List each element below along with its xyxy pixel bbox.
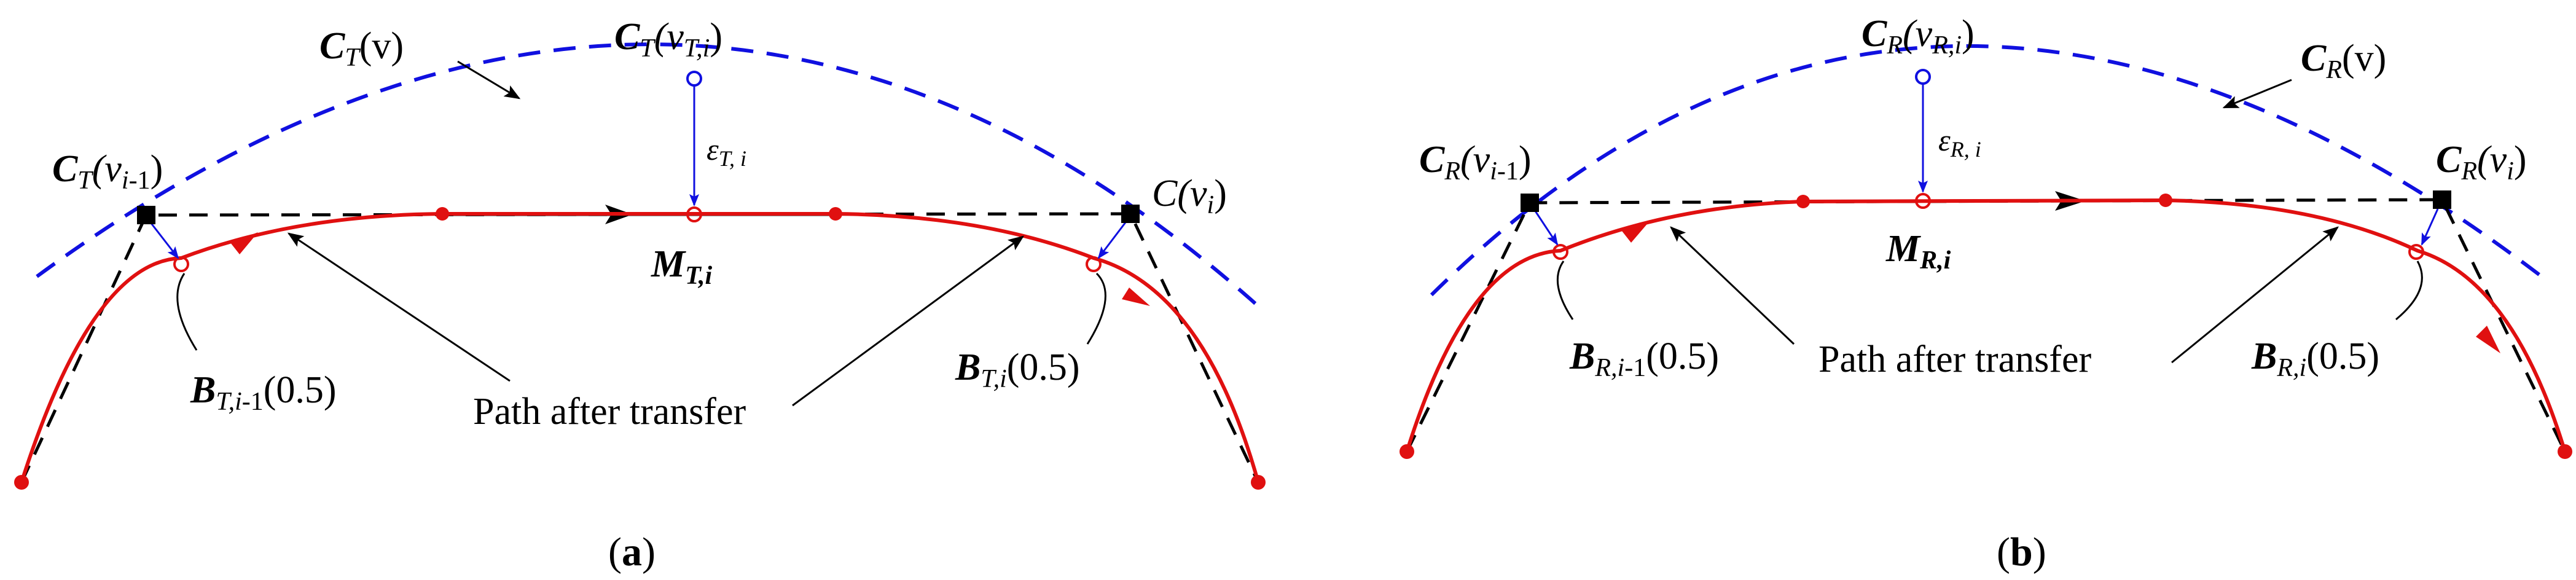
deviation-arrow-a-left bbox=[149, 222, 179, 259]
midpoint-marker-a bbox=[686, 206, 702, 222]
control-vertex-a-left bbox=[137, 206, 155, 224]
b-left-marker-b bbox=[1552, 244, 1568, 260]
leader-b-left-b bbox=[1556, 261, 1574, 320]
top-point-marker-b bbox=[1915, 69, 1931, 85]
curve-label-b: CR(v) bbox=[2301, 37, 2386, 84]
deviation-arrow-a-right bbox=[1097, 222, 1127, 259]
midpoint-label-b: MR,i bbox=[1885, 228, 1951, 275]
b-left-label-b: BR,i-1(0.5) bbox=[1569, 335, 1719, 382]
path-endpoint-b-left bbox=[1400, 444, 1414, 459]
caption-a: (a) bbox=[608, 530, 656, 574]
midpoint-marker-b bbox=[1915, 193, 1931, 209]
panel-a: CT(v) CT(vT,i) CT(vi-1) C(vi) εT, i MT,i… bbox=[14, 16, 1266, 574]
nominal-curve-b bbox=[1430, 44, 2551, 297]
caption-b: (b) bbox=[1997, 530, 2046, 574]
path-joint-a-1 bbox=[436, 207, 449, 221]
transfer-path-b bbox=[1405, 198, 2567, 452]
epsilon-label-a: εT, i bbox=[707, 132, 746, 171]
leader-b-right-a bbox=[1086, 272, 1106, 345]
leader-path-a-right bbox=[792, 235, 1025, 407]
curve-label-a: CT(v) bbox=[319, 25, 404, 72]
transfer-path-a bbox=[20, 212, 1260, 483]
nominal-curve-a bbox=[36, 42, 1261, 309]
path-endpoint-a-right bbox=[1251, 475, 1266, 490]
left-vertex-label-b: CR(vi-1) bbox=[1419, 139, 1532, 186]
b-left-marker-a bbox=[173, 256, 189, 272]
leader-path-a-left bbox=[287, 232, 511, 382]
leader-path-b-left bbox=[1670, 226, 1795, 345]
path-endpoint-b-right bbox=[2558, 444, 2572, 459]
path-arrow-b-left bbox=[1622, 221, 1650, 243]
path-joint-a-2 bbox=[829, 207, 842, 221]
path-arrow-a-right bbox=[1122, 288, 1150, 306]
b-right-label-a: BT,i(0.5) bbox=[955, 347, 1080, 393]
path-endpoint-a-left bbox=[14, 475, 29, 490]
control-vertex-b-right bbox=[2433, 190, 2451, 209]
b-left-label-a: BT,i-1(0.5) bbox=[190, 369, 337, 416]
deviation-arrow-b-right bbox=[2421, 208, 2439, 246]
right-vertex-label-b: CR(vi) bbox=[2436, 139, 2527, 186]
b-right-label-b: BR,i(0.5) bbox=[2251, 335, 2379, 382]
right-vertex-label-a: C(vi) bbox=[1152, 173, 1227, 219]
path-arrow-a-left bbox=[230, 232, 258, 254]
top-label-b: CR(vR,i) bbox=[1862, 13, 1975, 60]
path-arrow-b-right bbox=[2476, 326, 2500, 353]
midpoint-label-a: MT,i bbox=[651, 243, 712, 290]
control-vertex-a-right bbox=[1121, 205, 1140, 223]
top-label-a: CT(vT,i) bbox=[614, 16, 722, 63]
epsilon-label-b: εR, i bbox=[1938, 123, 1981, 162]
path-joint-b-1 bbox=[1796, 195, 1810, 208]
top-point-marker-a bbox=[686, 71, 702, 87]
path-label-b: Path after transfer bbox=[1818, 339, 2091, 380]
b-right-marker-a bbox=[1086, 256, 1102, 272]
leader-path-b-right bbox=[2171, 226, 2339, 364]
leader-curve-b bbox=[2222, 79, 2292, 109]
path-label-a: Path after transfer bbox=[473, 391, 746, 433]
deviation-arrow-b-left bbox=[1533, 210, 1559, 246]
leader-b-left-a bbox=[176, 273, 198, 351]
left-vertex-label-a: CT(vi-1) bbox=[52, 148, 163, 195]
control-polygon-a bbox=[20, 212, 1260, 484]
control-polygon-b bbox=[1405, 198, 2567, 453]
panel-b: CR(v) CR(vR,i) CR(vi-1) CR(vi) εR, i MR,… bbox=[1400, 13, 2572, 574]
b-right-marker-b bbox=[2408, 244, 2424, 260]
path-joint-b-2 bbox=[2159, 194, 2172, 207]
control-vertex-b-left bbox=[1521, 194, 1539, 212]
leader-curve-a bbox=[457, 60, 521, 100]
leader-b-right-b bbox=[2395, 261, 2423, 321]
